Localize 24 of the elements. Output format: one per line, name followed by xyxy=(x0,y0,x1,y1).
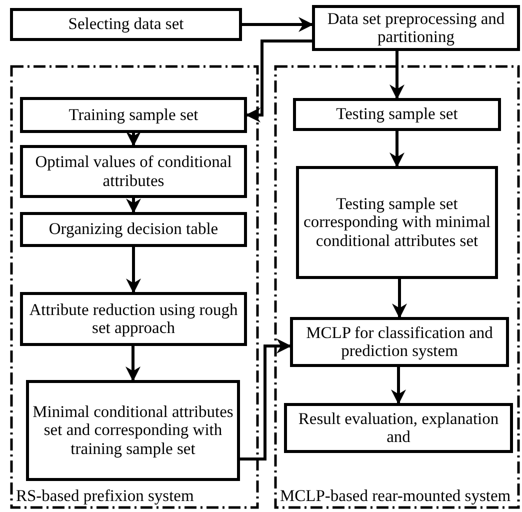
arrow xyxy=(126,198,141,214)
process-box: Selecting data set xyxy=(10,8,242,41)
process-box: Testing sample set corresponding with minimal conditional attributes set xyxy=(296,166,498,279)
arrow xyxy=(392,279,407,318)
group-label: RS-based prefixion system xyxy=(16,487,196,506)
process-box: Organizing decision table xyxy=(20,212,247,247)
arrow xyxy=(242,17,314,32)
process-box: Result evaluation, explanation and xyxy=(284,403,513,453)
process-box: Minimal conditional attributes set and corresponding with training sample set xyxy=(26,380,240,481)
process-box: MCLP for classification and prediction system xyxy=(290,317,509,367)
arrow xyxy=(246,40,312,122)
arrow xyxy=(126,346,140,382)
arrow xyxy=(391,367,406,404)
process-box: Optimal values of conditional attributes xyxy=(20,145,247,198)
arrow xyxy=(390,51,404,100)
process-box: Testing sample set xyxy=(293,98,501,131)
arrow xyxy=(390,131,404,168)
process-box: Attribute reduction using rough set approach xyxy=(20,292,247,346)
group-label: MCLP-based rear-mounted system xyxy=(280,487,513,506)
process-box: Data set preprocessing and partitioning xyxy=(312,5,520,51)
arrow xyxy=(126,132,141,146)
arrow xyxy=(240,338,292,460)
process-box: Training sample set xyxy=(20,97,247,133)
arrow xyxy=(126,247,141,294)
